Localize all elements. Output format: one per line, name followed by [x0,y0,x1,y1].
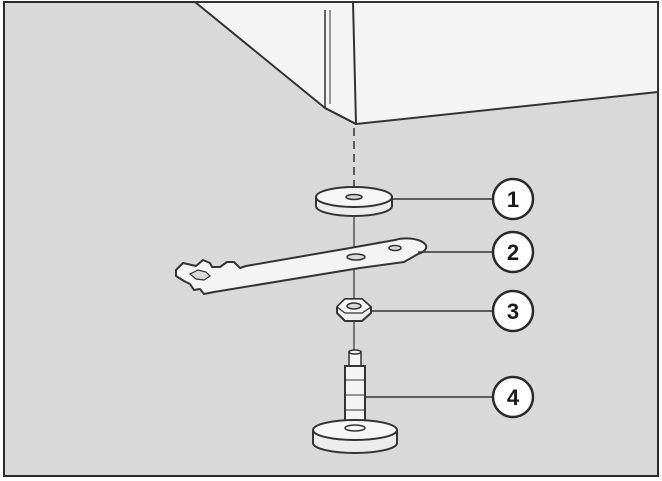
callout-4: 4 [491,375,535,419]
callout-label-4: 4 [507,385,520,410]
callout-label-3: 3 [507,299,519,324]
callout-label-2: 2 [507,240,519,265]
nut-part [336,298,372,322]
callout-2: 2 [491,230,535,274]
callout-1: 1 [491,177,535,221]
callout-3: 3 [491,289,535,333]
callout-label-1: 1 [507,187,519,212]
appliance-corner [194,1,659,125]
wrench-part [175,237,428,295]
washer-part [315,186,393,217]
